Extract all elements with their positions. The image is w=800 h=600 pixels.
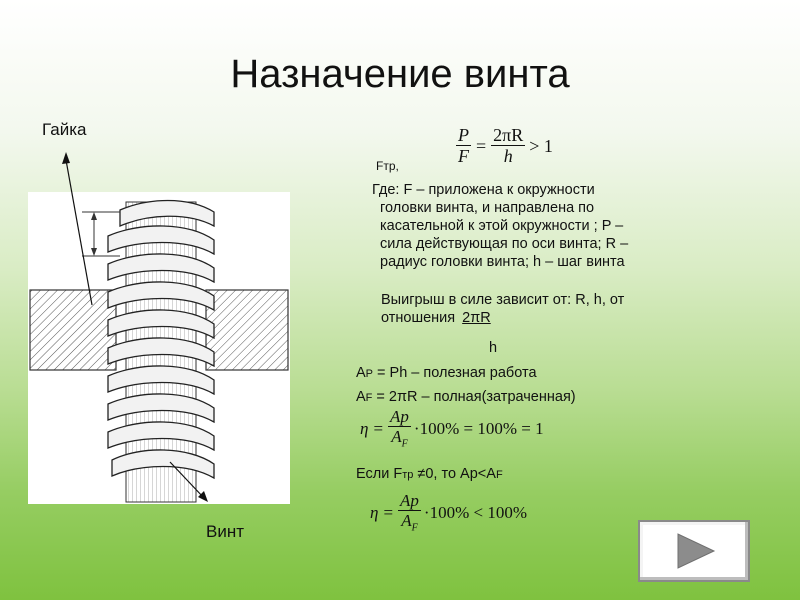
gain-block: Выигрыш в силе зависит от: R, h, от отно… [381, 291, 624, 327]
nut-right-section [205, 289, 289, 371]
slide-title: Назначение винта [230, 52, 570, 96]
formula-num-2pir: 2πR [491, 125, 526, 146]
explanation-line: Где: F – приложена к окружности [372, 182, 595, 198]
condition-sub2: F [495, 469, 503, 481]
eff2-den-main: A [401, 510, 412, 530]
condition-sub1: тр [402, 469, 414, 481]
useful-work-symbol: A [356, 365, 366, 381]
formula-eq: = [476, 135, 487, 156]
explanation-line: радиус головки винта; h – шаг винта [380, 254, 625, 270]
condition-line: Если Fтр ≠0, то Ap<AF [356, 465, 503, 484]
full-work-symbol: A [356, 389, 366, 405]
eff2-eq: = [383, 502, 394, 522]
formula-tail: > 1 [529, 135, 553, 156]
efficiency-formula-1: η = Ap AF ·100% = 100% = 1 [360, 408, 544, 450]
full-work-sub: F [365, 392, 373, 404]
full-work-text: = 2πR – полная(затраченная) [372, 389, 576, 405]
eff1-den-main: A [391, 426, 402, 446]
play-arrow-icon [677, 533, 716, 569]
eff2-den-sub: F [411, 522, 418, 534]
eta-symbol: η [360, 418, 369, 438]
eff1-numerator: Ap [388, 407, 411, 427]
useful-work-sub: Р [365, 368, 374, 380]
eff1-tail: ·100% = 100% = 1 [413, 418, 544, 438]
formula-num-p: P [456, 125, 471, 146]
formula-den-f: F [458, 145, 469, 166]
ratio-numerator: 2πR [462, 310, 491, 326]
useful-work-text: = Ph – полезная работа [373, 365, 537, 381]
useful-work-line: AР = Ph – полезная работа [356, 364, 537, 383]
efficiency-formula-2: η = Ap AF ·100% < 100% [370, 492, 527, 534]
eff2-numerator: Ap [398, 491, 421, 511]
eff1-eq: = [373, 418, 384, 438]
explanation-line: касательной к этой окружности ; P – [380, 218, 624, 234]
ratio-denominator: h [489, 340, 498, 356]
explanation-line: головки винта, и направлена по [380, 200, 595, 216]
ftr-label: Fтр, [376, 159, 399, 173]
nut-label: Гайка [42, 120, 87, 139]
next-slide-button[interactable] [638, 520, 750, 582]
screw-nut-drawing [29, 199, 289, 503]
eff1-den-sub: F [401, 438, 408, 450]
nut-left-section [29, 289, 117, 371]
eff2-tail: ·100% < 100% [423, 502, 527, 522]
main-formula: P F = 2πR h > 1 [456, 126, 553, 167]
explanation-block: Где: F – приложена к окружности головки … [372, 181, 628, 271]
eta-symbol: η [370, 502, 379, 522]
explanation-line: сила действующая по оси винта; R – [380, 236, 629, 252]
gain-line: Выигрыш в силе зависит от: R, h, от [381, 292, 625, 308]
screw-label: Винт [206, 522, 245, 541]
nut-arrow-head-icon [62, 152, 70, 164]
full-work-line: AF = 2πR – полная(затраченная) [356, 388, 576, 407]
condition-mid: ≠0, то Ap<A [413, 466, 496, 482]
condition-pre: Если F [356, 466, 403, 482]
screw-nut-figure [28, 192, 290, 504]
gain-line: отношения [381, 310, 456, 326]
formula-den-h: h [503, 145, 513, 166]
